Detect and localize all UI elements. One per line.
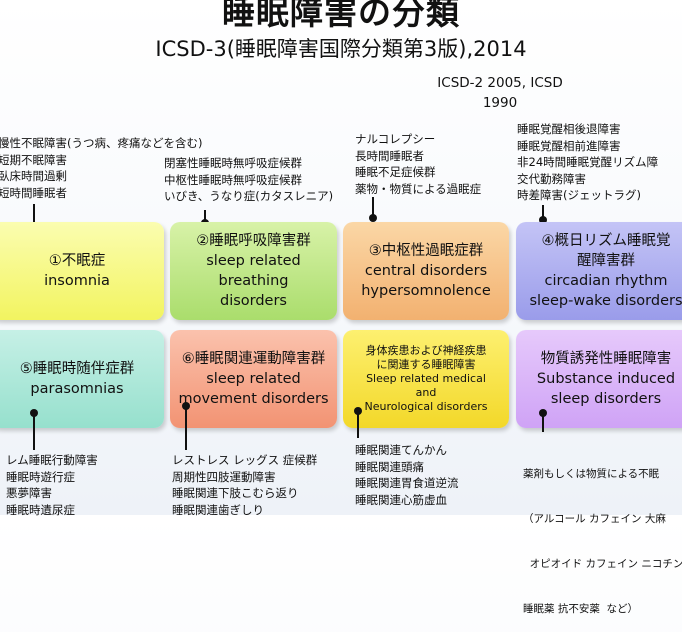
list-item: 睡眠不足症候群	[355, 165, 436, 179]
box-label: ③中枢性過眠症群	[368, 243, 484, 259]
box-label: sleep related	[206, 253, 301, 269]
box-label: sleep disorders	[550, 391, 662, 407]
list-item: 時差障害(ジェットラグ)	[517, 188, 641, 202]
box-label: 醒障害群	[577, 253, 635, 269]
list-item: レストレス レッグス 症候群	[172, 453, 318, 467]
list-item: 短期不眠障害	[0, 152, 67, 167]
category-movement-box: ⑥睡眠関連運動障害群 sleep related movement disord…	[170, 330, 337, 428]
category-circadian-box: ④概日リズム睡眠覚 醒障害群 circadian rhythm sleep-wa…	[516, 222, 682, 320]
category-parasomnias-box: ⑤睡眠時随伴症群 parasomnias	[0, 330, 164, 428]
list-item: 睡眠時遺尿症	[6, 502, 75, 517]
box-label: disorders	[219, 293, 287, 309]
list-item: レム睡眠行動障害	[6, 453, 98, 467]
box-label: circadian rhythm	[544, 273, 668, 289]
box-label: breathing	[218, 273, 289, 289]
movement-list: レストレス レッグス 症候群 周期性四肢運動障害 睡眠関連下肢こむら返り 睡眠関…	[172, 452, 317, 518]
list-item: 睡眠時遊行症	[6, 469, 75, 484]
category-hypersomnolence-box: ③中枢性過眠症群 central disorders hypersomnolen…	[343, 222, 509, 320]
connector-substance	[539, 409, 547, 432]
reference-line: ICSD-2 2005, ICSD	[437, 75, 563, 91]
box-label: Sleep related medical	[366, 372, 486, 385]
list-item: 長時間睡眠者	[355, 148, 424, 163]
list-item: 睡眠関連下肢こむら返り	[172, 486, 299, 500]
box-label: 物質誘発性睡眠障害	[540, 351, 672, 367]
list-item: ナルコレプシー	[355, 132, 436, 146]
list-item: 睡眠関連頭痛	[355, 459, 424, 474]
list-item: 悪夢障害	[6, 486, 52, 500]
reference-note: ICSD-2 2005, ICSD 1990	[400, 73, 600, 113]
box-label: sleep related	[206, 371, 301, 387]
box-label: movement disorders	[178, 391, 329, 407]
list-item: 睡眠覚醒相前進障害	[517, 138, 621, 153]
parasomnias-list: レム睡眠行動障害 睡眠時遊行症 悪夢障害 睡眠時遺尿症	[6, 452, 98, 518]
list-item: 薬物・物質による過眠症	[355, 181, 482, 196]
box-label: parasomnias	[30, 381, 124, 397]
list-item: 慢性不眠障害(うつ病、疼痛などを含む)	[0, 136, 203, 150]
box-label: ⑥睡眠関連運動障害群	[181, 351, 326, 367]
list-item: オピオイド カフェイン ニコチン	[523, 558, 682, 570]
connector-medical	[354, 407, 362, 438]
box-label: ④概日リズム睡眠覚	[541, 233, 671, 249]
box-label: sleep-wake disorders	[529, 293, 682, 309]
box-label: ①不眠症	[48, 253, 106, 269]
page-subtitle: ICSD-3(睡眠障害国際分類第3版),2014	[155, 37, 527, 61]
circadian-list: 睡眠覚醒相後退障害 睡眠覚醒相前進障害 非24時間睡眠覚醒リズム障 交代勤務障害…	[517, 121, 658, 204]
page-title: 睡眠障害の分類	[222, 0, 460, 32]
list-item: 薬剤もしくは物質による不眠	[523, 468, 660, 480]
category-medical-box: 身体疾患および神経疾患 に関連する睡眠障害 Sleep related medi…	[343, 330, 509, 428]
box-label: Neurological disorders	[364, 400, 488, 413]
box-label: Substance induced	[536, 371, 676, 387]
list-item: 睡眠関連胃食道逆流	[355, 476, 459, 490]
connector-hypersomnolence	[369, 197, 377, 222]
box-label: and	[415, 386, 437, 399]
list-item: いびき、うなり症(カタスレニア)	[164, 189, 334, 203]
breathing-list: 閉塞性睡眠時無呼吸症候群 中枢性睡眠時無呼吸症候群 いびき、うなり症(カタスレニ…	[164, 155, 333, 205]
list-item: 短時間睡眠者	[0, 185, 67, 200]
list-item: 臥床時間過剰	[0, 169, 67, 183]
connector-parasomnias	[30, 409, 38, 450]
box-label: central disorders	[364, 263, 488, 279]
insomnia-list: 慢性不眠障害(うつ病、疼痛などを含む) 短期不眠障害 臥床時間過剰 短時間睡眠者	[0, 135, 202, 201]
box-label: に関連する睡眠障害	[376, 358, 476, 371]
box-label: ②睡眠呼吸障害群	[196, 233, 311, 249]
list-item: 周期性四肢運動障害	[172, 469, 276, 484]
reference-line: 1990	[482, 95, 518, 111]
list-item: 睡眠関連てんかん	[355, 443, 447, 457]
category-breathing-box: ②睡眠呼吸障害群 sleep related breathing disorde…	[170, 222, 337, 320]
list-item: 閉塞性睡眠時無呼吸症候群	[164, 156, 302, 170]
connector-movement	[182, 402, 190, 450]
box-label: 身体疾患および神経疾患	[365, 344, 487, 357]
box-label: hypersomnolence	[361, 283, 491, 299]
box-label: ⑤睡眠時随伴症群	[19, 361, 135, 377]
hypersomnolence-list: ナルコレプシー 長時間睡眠者 睡眠不足症候群 薬物・物質による過眠症	[355, 131, 481, 197]
list-item: 睡眠関連歯ぎしり	[172, 502, 264, 517]
list-item: （アルコール カフェイン 大麻	[523, 513, 666, 525]
medical-list: 睡眠関連てんかん 睡眠関連頭痛 睡眠関連胃食道逆流 睡眠関連心筋虚血	[355, 442, 459, 508]
list-item: 睡眠薬 抗不安薬 など）	[523, 603, 639, 615]
category-insomnia-box: ①不眠症 insomnia	[0, 222, 164, 320]
list-item: 交代勤務障害	[517, 171, 586, 186]
list-item: 睡眠関連心筋虚血	[355, 492, 447, 507]
list-item: 中枢性睡眠時無呼吸症候群	[164, 172, 302, 187]
box-label: insomnia	[44, 273, 110, 289]
connector-circadian	[539, 205, 547, 224]
list-item: 睡眠覚醒相後退障害	[517, 122, 621, 136]
substance-list: 薬剤もしくは物質による不眠 （アルコール カフェイン 大麻 オピオイド カフェイ…	[523, 437, 682, 632]
list-item: 非24時間睡眠覚醒リズム障	[517, 155, 659, 169]
